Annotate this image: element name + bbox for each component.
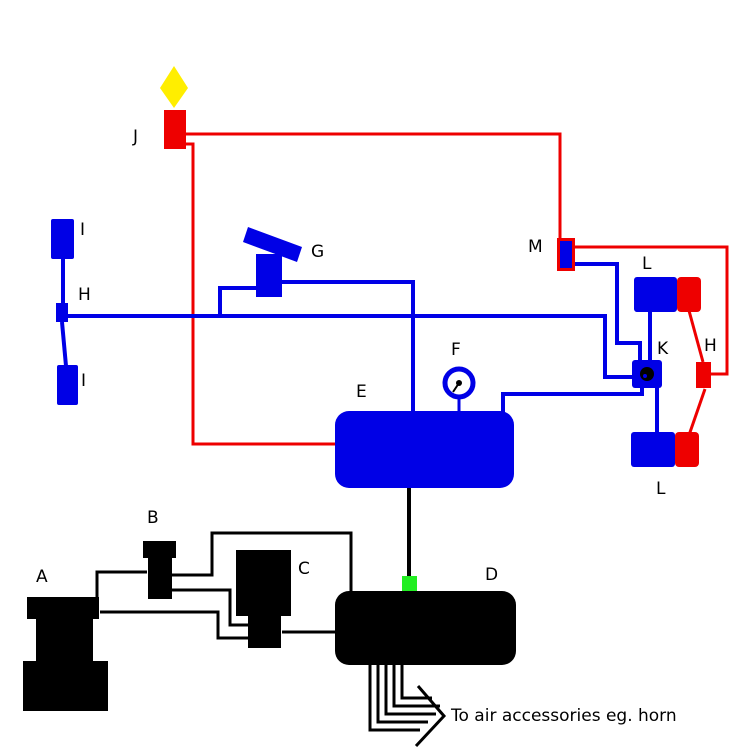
tank-e	[335, 411, 514, 488]
line-h-to-l-bottom	[686, 388, 707, 439]
line-j-to-m	[186, 132, 562, 240]
label-accessories: To air accessories eg. horn	[451, 706, 677, 726]
label-j: J	[133, 127, 139, 147]
line-m-to-k	[575, 262, 642, 360]
label-a: A	[36, 567, 48, 587]
unit-c	[236, 550, 291, 648]
label-i-top: I	[80, 220, 86, 240]
line-j-to-e	[186, 142, 336, 446]
line-g-to-e	[282, 280, 415, 412]
line-h-to-l-top	[686, 306, 705, 363]
pipe-b-to-d-top	[172, 531, 353, 595]
label-f: F	[451, 340, 461, 360]
valve-g	[243, 227, 302, 297]
valve-green	[402, 576, 417, 591]
label-h-left: H	[78, 285, 91, 305]
label-g: G	[311, 242, 325, 262]
line-e-to-k	[501, 387, 644, 412]
fitting-b	[143, 541, 176, 599]
line-g-branch	[218, 286, 256, 316]
relay-k	[632, 360, 662, 388]
gauge-f-icon	[442, 366, 476, 400]
cylinder-i-bottom	[57, 365, 78, 405]
label-m: M	[528, 237, 543, 257]
label-e: E	[356, 382, 367, 402]
label-l-top: L	[642, 254, 652, 274]
pipe-b-to-c	[172, 588, 248, 627]
yellow-diamond-icon	[160, 66, 188, 108]
chamber-l-top	[634, 277, 701, 312]
accessory-pipes	[368, 660, 447, 748]
label-k: K	[657, 339, 669, 359]
line-m-to-h	[574, 245, 729, 376]
tank-d	[335, 591, 516, 665]
chamber-l-bottom	[631, 432, 699, 467]
label-d: D	[485, 565, 499, 585]
label-l-bottom: L	[656, 479, 666, 499]
label-b: B	[147, 508, 159, 528]
line-h-to-i-bottom	[60, 321, 68, 367]
compressor-a	[23, 597, 108, 711]
cylinder-i-top	[51, 219, 74, 259]
line-h-to-k	[68, 314, 632, 379]
label-h-right: H	[704, 336, 717, 356]
junction-h-right	[696, 362, 711, 388]
valve-j	[164, 110, 186, 149]
pipe-a-to-c	[100, 610, 248, 640]
junction-h-left	[56, 303, 68, 322]
label-c: C	[298, 559, 310, 579]
relay-m	[557, 238, 575, 271]
pipe-a-to-b	[95, 570, 147, 598]
label-i-bottom: I	[81, 371, 87, 391]
